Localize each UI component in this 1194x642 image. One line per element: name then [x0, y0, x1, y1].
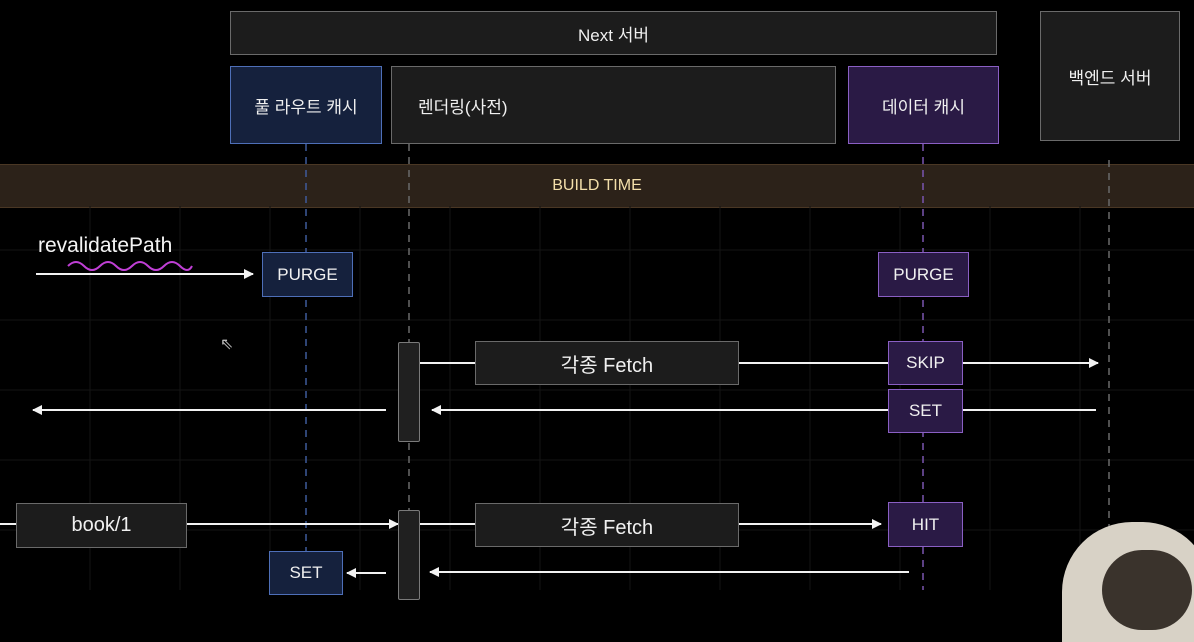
data-cache-box: 데이터 캐시: [848, 66, 999, 144]
next-server-header: Next 서버: [230, 11, 997, 55]
flow1-skip-box: SKIP: [888, 341, 963, 385]
rendering-box: 렌더링(사전): [391, 66, 836, 144]
flow1-fetch-box: 각종 Fetch: [475, 341, 739, 385]
purge-data-cache-box: PURGE: [878, 252, 969, 297]
full-route-cache-box: 풀 라우트 캐시: [230, 66, 382, 144]
flow2-request-box: book/1: [16, 503, 187, 548]
mouse-cursor-icon: ⇖: [220, 336, 234, 353]
build-time-band: BUILD TIME: [0, 164, 1194, 208]
sequence-lines: [0, 144, 1194, 590]
build-time-label: BUILD TIME: [552, 177, 642, 194]
revalidate-path-label: revalidatePath: [38, 234, 173, 257]
backend-server-header: 백엔드 서버: [1040, 11, 1180, 141]
flow1-set-box: SET: [888, 389, 963, 433]
presenter-head: [1102, 550, 1192, 630]
flow2-set-box: SET: [269, 551, 343, 595]
revalidate-squiggle: [67, 261, 193, 271]
flow2-fetch-box: 각종 Fetch: [475, 503, 739, 547]
render-activation-bar-1: [398, 342, 420, 442]
render-activation-bar-2: [398, 510, 420, 600]
flow2-hit-box: HIT: [888, 502, 963, 547]
purge-route-cache-box: PURGE: [262, 252, 353, 297]
